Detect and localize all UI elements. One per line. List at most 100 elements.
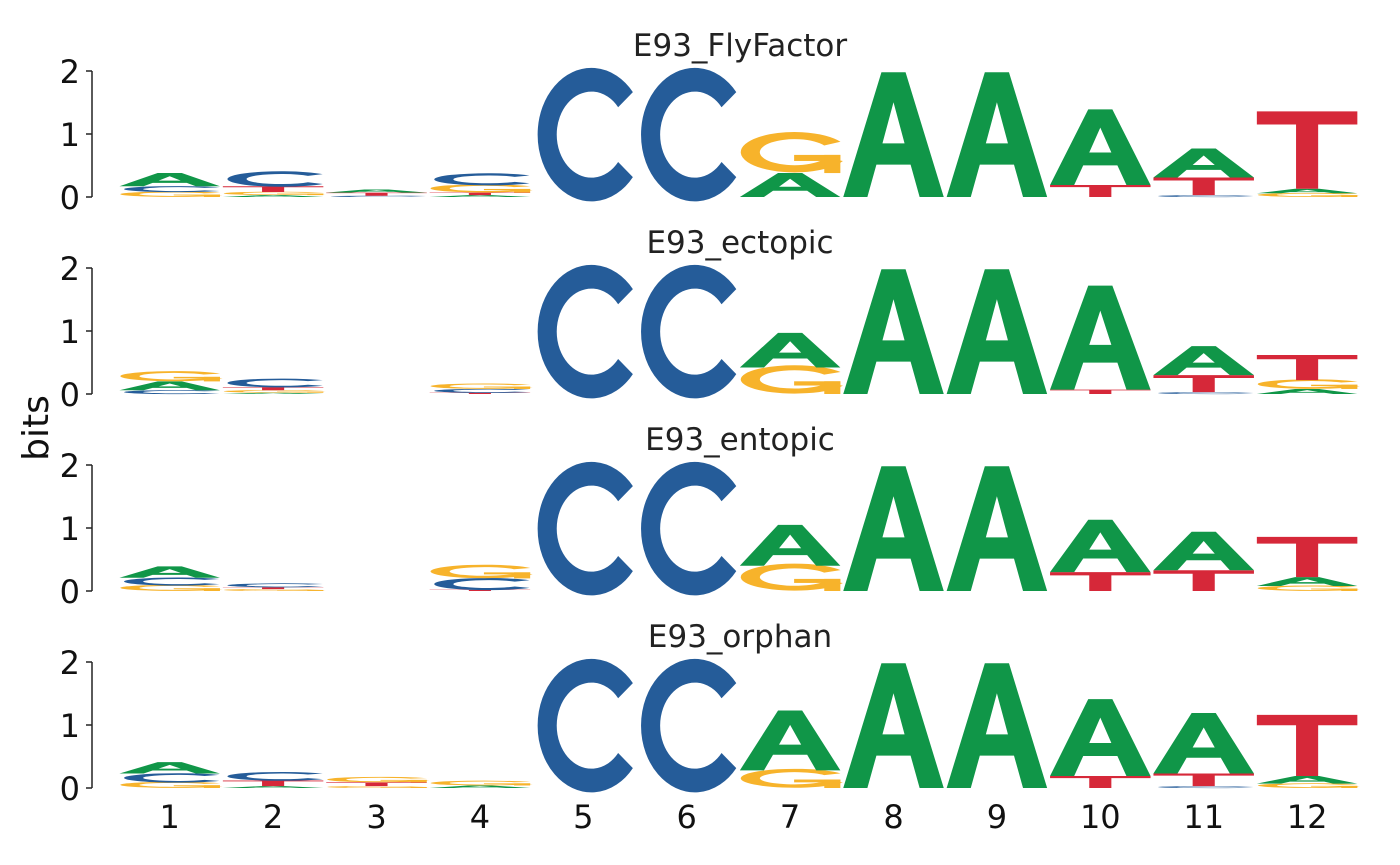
letter-a <box>1153 148 1254 178</box>
letter-a <box>119 173 220 187</box>
x-tick-label: 8 <box>883 798 903 836</box>
letter-g <box>740 132 843 174</box>
letter-t <box>1153 375 1254 393</box>
letter-a <box>843 269 944 394</box>
letter-g <box>120 584 223 591</box>
letter-a <box>1153 531 1254 571</box>
letter-t <box>1153 570 1254 591</box>
letter-g <box>120 371 223 382</box>
letter-c <box>124 390 220 395</box>
x-tick-label: 1 <box>160 798 180 836</box>
y-tick-label: 2 <box>60 447 80 485</box>
letter-a <box>843 72 944 197</box>
letter-t <box>1153 773 1254 787</box>
letter-c <box>641 658 737 793</box>
letter-a <box>429 785 531 788</box>
letter-a <box>222 195 324 197</box>
letter-g <box>430 564 533 579</box>
letter-a <box>1050 519 1151 573</box>
letter-a <box>1050 285 1151 390</box>
letter-a <box>429 195 531 197</box>
letter-t <box>1050 572 1151 591</box>
letter-c <box>330 195 427 198</box>
letter-a <box>946 269 1048 394</box>
y-tick-label: 1 <box>60 707 80 745</box>
letter-a <box>222 786 324 788</box>
letter-a <box>1256 188 1358 194</box>
letter-t <box>429 192 531 196</box>
letter-a <box>739 524 841 566</box>
panel-title: E93_entopic <box>645 422 835 458</box>
letter-c <box>227 771 323 781</box>
y-tick-label: 0 <box>60 573 80 611</box>
letter-g <box>120 781 223 788</box>
y-tick-label: 1 <box>60 510 80 548</box>
letter-c <box>124 577 220 586</box>
letter-g <box>224 390 326 393</box>
y-tick-label: 0 <box>60 179 80 217</box>
letter-t <box>1256 536 1358 578</box>
y-tick-label: 0 <box>60 770 80 808</box>
letter-c <box>227 171 323 187</box>
letter-t <box>1050 389 1151 394</box>
logo-panel: E93_ectopic 0 1 2 <box>60 225 1360 414</box>
letter-c <box>537 67 633 202</box>
letter-c <box>537 264 633 399</box>
x-tick-label: 12 <box>1287 798 1328 836</box>
letter-a <box>1256 388 1358 394</box>
letter-g <box>740 365 843 394</box>
letter-a <box>326 189 427 193</box>
letter-a <box>946 466 1048 591</box>
letter-a <box>222 392 324 394</box>
y-tick-label: 2 <box>60 53 80 91</box>
letter-g <box>223 191 326 196</box>
letter-g <box>430 184 533 193</box>
y-tick-label: 2 <box>60 644 80 682</box>
letter-c <box>227 583 323 588</box>
letter-c <box>641 67 737 202</box>
letter-c <box>641 461 737 596</box>
letter-g <box>1257 192 1360 197</box>
letter-g <box>120 191 223 197</box>
letter-t <box>222 186 324 192</box>
letter-a <box>1153 713 1254 774</box>
letter-a <box>1050 109 1151 186</box>
y-tick-label: 1 <box>60 313 80 351</box>
panel-title: E93_FlyFactor <box>633 28 847 64</box>
letter-a <box>1050 699 1151 777</box>
letter-g <box>740 563 843 591</box>
letter-c <box>1158 195 1254 198</box>
letter-a <box>1153 346 1254 376</box>
x-tick-label: 11 <box>1183 798 1224 836</box>
letter-c <box>434 578 530 591</box>
letter-a <box>843 466 944 591</box>
y-tick-label: 2 <box>60 250 80 288</box>
letter-c <box>641 264 737 399</box>
letter-a <box>119 566 220 578</box>
letter-g <box>327 776 430 783</box>
letter-a <box>946 663 1048 788</box>
letter-c <box>124 186 220 193</box>
letter-g <box>1257 379 1360 389</box>
letter-c <box>1158 786 1254 789</box>
letter-g <box>740 768 843 788</box>
letter-c <box>227 378 323 388</box>
letter-t <box>222 587 324 590</box>
x-tick-label: 2 <box>263 798 283 836</box>
letter-a <box>946 72 1048 197</box>
letter-a <box>1256 577 1358 586</box>
x-tick-label: 4 <box>470 798 490 836</box>
panel-title: E93_ectopic <box>646 225 833 261</box>
x-tick-label: 5 <box>573 798 593 836</box>
letter-t <box>1050 776 1151 788</box>
x-tick-label: 10 <box>1080 798 1121 836</box>
x-tick-label: 7 <box>780 798 800 836</box>
y-axis-label: bits <box>16 395 57 461</box>
y-tick-label: 0 <box>60 376 80 414</box>
letter-t <box>429 589 531 591</box>
letter-t <box>1256 714 1358 777</box>
letter-g <box>430 780 533 786</box>
letter-a <box>739 332 841 368</box>
